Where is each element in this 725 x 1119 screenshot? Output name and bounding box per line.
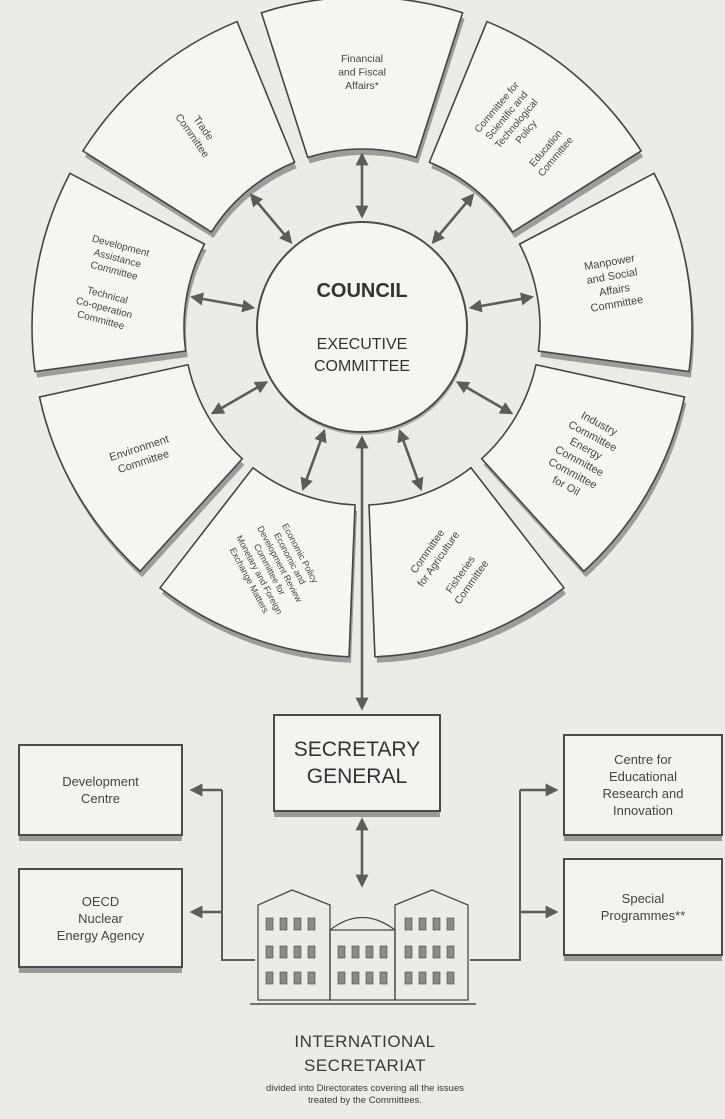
building-window — [293, 945, 302, 959]
nuclear-energy-agency-box: OECD Nuclear Energy Agency — [18, 868, 183, 968]
secretary-general-box: SECRETARY GENERAL — [273, 714, 441, 812]
secretariat-title: INTERNATIONAL SECRETARIAT — [294, 1032, 436, 1075]
committee-panel — [81, 20, 296, 234]
building-window — [379, 971, 388, 985]
council-link-arrow — [431, 193, 475, 244]
secretariat-building — [250, 889, 476, 1005]
building-window — [432, 945, 441, 959]
right-branch-line — [470, 790, 521, 961]
committee-panel — [480, 363, 686, 573]
ceri-box: Centre for Educational Research and Inno… — [563, 734, 723, 836]
building-window — [432, 917, 441, 931]
committee-development-assistance: DevelopmentAssistanceCommitteeTechnicalC… — [31, 172, 207, 378]
building-window — [265, 945, 274, 959]
council-link-arrow — [397, 428, 424, 492]
building-window — [337, 971, 346, 985]
committee-agriculture-fisheries: Committeefor AgricultureFisheriesCommitt… — [368, 466, 567, 663]
committee-environment: EnvironmentCommittee — [38, 363, 245, 578]
building-window — [307, 945, 316, 959]
committee-label: IndustryCommitteeEnergyCommitteeCommitte… — [540, 406, 626, 504]
building-center-roof — [329, 917, 396, 931]
building-right-wing — [394, 889, 469, 1001]
building-window — [446, 971, 455, 985]
council-link-arrow — [300, 428, 327, 492]
building-window — [279, 945, 288, 959]
committee-panel — [518, 172, 693, 373]
committee-manpower: Manpowerand SocialAffairsCommittee — [518, 172, 694, 378]
building-window — [418, 945, 427, 959]
building-window — [279, 917, 288, 931]
building-window — [279, 971, 288, 985]
building-window — [365, 971, 374, 985]
council-link-arrow — [190, 292, 256, 313]
committee-industry-energy: IndustryCommitteeEnergyCommitteeCommitte… — [480, 363, 687, 578]
secretariat-note: divided into Directorates covering all t… — [265, 1083, 464, 1106]
building-window — [404, 917, 413, 931]
building-window — [265, 917, 274, 931]
committee-panel — [368, 466, 566, 658]
committee-panel — [31, 172, 206, 373]
development-centre-box: Development Centre — [18, 744, 183, 836]
committee-label-line: and Fiscal — [338, 67, 386, 79]
left-branch-line — [221, 790, 255, 961]
building-window — [418, 917, 427, 931]
special-programmes-label: Special Programmes** — [600, 891, 686, 923]
council-circle: COUNCIL EXECUTIVE COMMITTEE — [256, 221, 468, 435]
building-window — [379, 945, 388, 959]
building-window — [307, 971, 316, 985]
development-centre-label: Development Centre — [62, 774, 139, 806]
building-window — [265, 971, 274, 985]
building-window — [293, 917, 302, 931]
ceri-label: Centre for Educational Research and Inno… — [602, 752, 684, 818]
special-programmes-box: Special Programmes** — [563, 858, 723, 956]
building-window — [404, 945, 413, 959]
committee-panel — [428, 20, 643, 234]
council-title: COUNCIL — [316, 280, 407, 302]
building-left-wing — [257, 889, 331, 1001]
committee-economic: Economic PolicyEconomic andDevelopment R… — [158, 466, 358, 663]
building-window — [446, 945, 455, 959]
committee-science-education: Committee forScientific andTechnological… — [428, 20, 644, 239]
executive-committee-line: COMMITTEE — [314, 358, 410, 375]
committee-label-line: Affairs* — [345, 80, 379, 92]
building-window — [351, 945, 360, 959]
building-center-block — [329, 929, 396, 1001]
council-link-arrow — [249, 193, 293, 244]
building-window — [293, 971, 302, 985]
building-window — [432, 971, 441, 985]
building-window — [337, 945, 346, 959]
committee-panel — [158, 466, 356, 658]
committee-panel — [38, 363, 244, 573]
nuclear-energy-agency-label: OECD Nuclear Energy Agency — [56, 893, 145, 943]
council-link-arrow — [455, 381, 514, 415]
building-window — [365, 945, 374, 959]
council-link-arrow — [468, 292, 534, 313]
committee-trade: TradeCommittee — [81, 20, 297, 239]
secretariat-connectors — [189, 435, 559, 961]
council-arrows — [190, 152, 534, 492]
executive-committee-line: EXECUTIVE — [317, 336, 408, 353]
council-link-arrow — [210, 381, 269, 415]
committee-label-line: Affairs — [598, 282, 631, 299]
building-window — [404, 971, 413, 985]
executive-committee-label: EXECUTIVE COMMITTEE — [314, 336, 410, 375]
committee-label-line: Financial — [341, 53, 383, 65]
council-circle-face — [256, 221, 468, 433]
committee-panel — [260, 0, 464, 159]
building-window — [307, 917, 316, 931]
building-window — [418, 971, 427, 985]
building-window — [446, 917, 455, 931]
building-window — [351, 971, 360, 985]
secretary-general-label: SECRETARY GENERAL — [293, 738, 421, 788]
